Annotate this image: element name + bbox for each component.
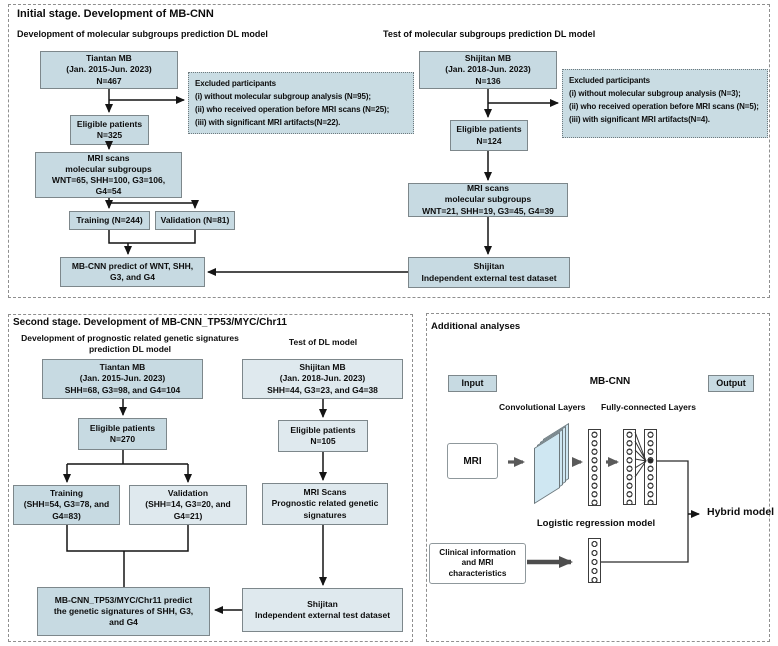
- conv-layers-label: Convolutional Layers: [499, 402, 586, 412]
- stage2-tiantan-box: Tiantan MB (Jan. 2015-Jun. 2023) SHH=68,…: [42, 359, 203, 399]
- fc-column-3-icon: [644, 429, 657, 505]
- stage1-dev-subtitle: Development of molecular subgroups predi…: [17, 29, 268, 39]
- mri-input-box: MRI: [447, 443, 498, 479]
- stage2-mri-test-box: MRI Scans Prognostic related genetic sig…: [262, 483, 388, 525]
- stage1-excluded-test-box: Excluded participants (i) without molecu…: [562, 69, 768, 138]
- stage2-predict-box: MB-CNN_TP53/MYC/Chr11 predict the geneti…: [37, 587, 210, 636]
- logistic-regression-label: Logistic regression model: [536, 518, 656, 529]
- fc-column-1-icon: [588, 429, 601, 506]
- stage2-eligible-test-box: Eligible patients N=105: [278, 420, 368, 452]
- stage2-test-subtitle: Test of DL model: [288, 337, 358, 347]
- stage2-eligible-dev-box: Eligible patients N=270: [78, 418, 167, 450]
- stage1-excluded-dev-box: Excluded participants (i) without molecu…: [188, 72, 414, 134]
- additional-title: Additional analyses: [431, 321, 521, 332]
- stage1-mri-dev-box: MRI scans molecular subgroups WNT=65, SH…: [35, 152, 182, 198]
- stage1-eligible-test-box: Eligible patients N=124: [450, 120, 528, 151]
- input-box: Input: [448, 375, 497, 392]
- second-stage-panel: [8, 314, 413, 642]
- stage1-mri-test-box: MRI scans molecular subgroups WNT=21, SH…: [408, 183, 568, 217]
- lr-column-icon: [588, 538, 601, 583]
- initial-stage-panel: [8, 4, 770, 298]
- stage2-external-test-box: Shijitan Independent external test datas…: [242, 588, 403, 632]
- stage1-test-subtitle: Test of molecular subgroups prediction D…: [383, 29, 596, 39]
- stage1-eligible-dev-box: Eligible patients N=325: [70, 115, 149, 145]
- stage2-shijitan-box: Shijitan MB (Jan. 2018-Jun. 2023) SHH=44…: [242, 359, 403, 399]
- mbcnn-label: MB-CNN: [589, 376, 631, 387]
- stage1-shijitan-box: Shijitan MB (Jan. 2018-Jun. 2023) N=136: [419, 51, 557, 89]
- fc-column-2-icon: [623, 429, 636, 505]
- stage1-tiantan-box: Tiantan MB (Jan. 2015-Jun. 2023) N=467: [40, 51, 178, 89]
- stage2-training-box: Training (SHH=54, G3=78, and G4=83): [13, 485, 120, 525]
- stage1-external-test-box: Shijitan Independent external test datas…: [408, 257, 570, 288]
- stage1-validation-box: Validation (N=81): [155, 211, 235, 230]
- additional-analyses-panel: [426, 313, 770, 642]
- stage1-training-box: Training (N=244): [69, 211, 150, 230]
- hybrid-model-label: Hybrid model: [707, 506, 775, 518]
- fc-layers-label: Fully-connected Layers: [601, 402, 696, 412]
- stage1-predict-box: MB-CNN predict of WNT, SHH, G3, and G4: [60, 257, 205, 287]
- stage2-title: Second stage. Development of MB-CNN_TP53…: [13, 317, 287, 328]
- stage2-validation-box: Validation (SHH=14, G3=20, and G4=21): [129, 485, 247, 525]
- output-box: Output: [708, 375, 754, 392]
- stage2-dev-subtitle: Development of prognostic related geneti…: [21, 333, 239, 355]
- clinical-info-box: Clinical information and MRI characteris…: [429, 543, 526, 584]
- stage1-title: Initial stage. Development of MB-CNN: [17, 8, 214, 20]
